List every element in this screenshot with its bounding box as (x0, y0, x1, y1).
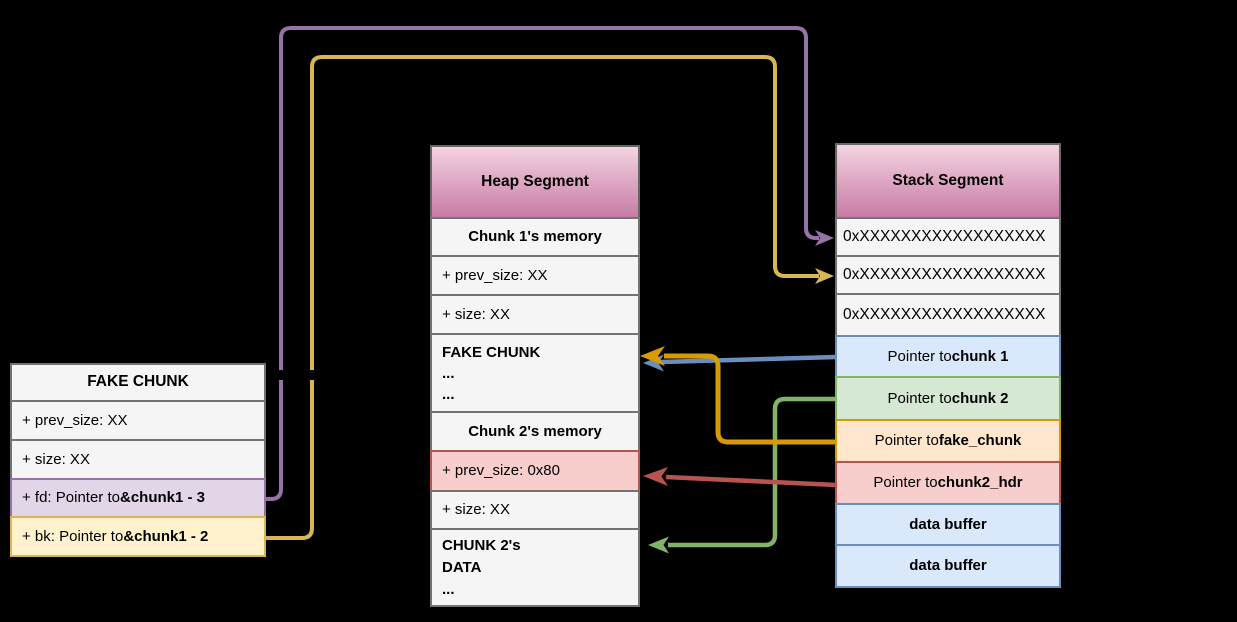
fake-chunk-table: FAKE CHUNK + prev_size: XX + size: XX + … (10, 363, 266, 557)
chunk2-pointer-arrow (648, 396, 836, 554)
data-buffer-text-2: data buffer (909, 557, 987, 574)
heap-chunk2-size-row: + size: XX (430, 490, 640, 530)
red-arrowhead-icon (643, 467, 668, 486)
stack-ptr-chunk2-row: Pointer to chunk 2 (835, 376, 1061, 421)
stack-data-buffer-row-2: data buffer (835, 544, 1061, 588)
heap-segment-table: Heap Segment Chunk 1's memory + prev_siz… (430, 145, 640, 607)
stack-segment-table: Stack Segment 0xXXXXXXXXXXXXXXXXXX 0xXXX… (835, 143, 1061, 588)
heap-chunk2-data-line1: CHUNK 2's (442, 536, 521, 554)
heap-chunk2-header-row: Chunk 2's memory (430, 411, 640, 452)
ptr-chunk2-hdr-target: chunk2_hdr (937, 474, 1023, 491)
chunk1-pointer-arrow (643, 354, 837, 372)
line-jump-tick (310, 370, 315, 380)
orange-arrowhead-icon (640, 346, 665, 366)
heap-chunk2-data-line2: DATA (442, 558, 482, 576)
line-jump-tick (279, 370, 284, 380)
heap-chunk1-size-row: + size: XX (430, 294, 640, 335)
green-arrowhead-icon (648, 536, 669, 554)
heap-chunk2-header-text: Chunk 2's memory (468, 422, 602, 440)
fake-chunk-prev-size-row: + prev_size: XX (10, 400, 266, 441)
heap-chunk2-data-row: CHUNK 2's DATA ... (430, 528, 640, 607)
heap-chunk2-prev-size-row: + prev_size: 0x80 (430, 450, 640, 492)
stack-hex-text-3: 0xXXXXXXXXXXXXXXXXXX (843, 305, 1046, 323)
fd-prefix-text: + fd: Pointer to (22, 489, 120, 506)
ptr-fake-chunk-prefix: Pointer to (874, 432, 939, 449)
yellow-arrowhead-icon (815, 268, 834, 284)
purple-arrowhead-icon (815, 230, 834, 246)
ptr-chunk2-target: chunk 2 (951, 389, 1009, 407)
fake-chunk-bk-row: + bk: Pointer to &chunk1 - 2 (10, 516, 266, 557)
heap-chunk2-data-line3: ... (442, 580, 455, 598)
fake-chunk-fd-row: + fd: Pointer to &chunk1 - 3 (10, 478, 266, 518)
stack-ptr-chunk2-hdr-row: Pointer to chunk2_hdr (835, 461, 1061, 505)
fake-chunk-title-text: FAKE CHUNK (87, 373, 189, 391)
ptr-fake-chunk-target: fake_chunk (938, 432, 1022, 449)
ptr-chunk2-hdr-prefix: Pointer to (873, 474, 938, 491)
stack-segment-header: Stack Segment (835, 143, 1061, 219)
fake-chunk-size-row: + size: XX (10, 439, 266, 480)
stack-data-buffer-row-1: data buffer (835, 503, 1061, 546)
heap-fake-chunk-line3: ... (442, 385, 455, 403)
fake-chunk-pointer-arrow (640, 346, 836, 445)
data-buffer-text-1: data buffer (909, 515, 987, 533)
ptr-chunk1-target: chunk 1 (951, 347, 1009, 365)
stack-hex-text-2: 0xXXXXXXXXXXXXXXXXXX (843, 265, 1046, 283)
stack-ptr-chunk1-row: Pointer to chunk 1 (835, 335, 1061, 378)
stack-ptr-fake-chunk-row: Pointer to fake_chunk (835, 419, 1061, 463)
bk-target-text: &chunk1 - 2 (123, 527, 209, 545)
heap-chunk2-size-text: + size: XX (442, 501, 510, 518)
heap-chunk1-prev-size-text: + prev_size: XX (442, 266, 548, 284)
heap-fake-chunk-line1: FAKE CHUNK (442, 343, 541, 361)
heap-segment-header: Heap Segment (430, 145, 640, 219)
stack-hex-text-1: 0xXXXXXXXXXXXXXXXXXX (843, 227, 1046, 245)
stack-hex-row-3: 0xXXXXXXXXXXXXXXXXXX (835, 293, 1061, 337)
blue-arrowhead-icon (643, 354, 664, 372)
chunk2-hdr-pointer-arrow (643, 467, 837, 488)
stack-hex-row-2: 0xXXXXXXXXXXXXXXXXXX (835, 255, 1061, 295)
fd-target-text: &chunk1 - 3 (119, 489, 206, 506)
fake-chunk-table-title: FAKE CHUNK (10, 363, 266, 402)
heap-chunk1-header-row: Chunk 1's memory (430, 217, 640, 257)
fake-chunk-prev-size-text: + prev_size: XX (22, 411, 128, 429)
bk-prefix-text: + bk: Pointer to (22, 527, 124, 545)
heap-segment-title-text: Heap Segment (481, 172, 589, 190)
fake-chunk-size-text: + size: XX (22, 450, 90, 468)
heap-fake-chunk-line2: ... (442, 364, 455, 382)
stack-hex-row-1: 0xXXXXXXXXXXXXXXXXXX (835, 217, 1061, 257)
ptr-chunk1-prefix: Pointer to (887, 347, 952, 365)
stack-segment-title-text: Stack Segment (892, 171, 1004, 189)
heap-chunk1-prev-size-row: + prev_size: XX (430, 255, 640, 296)
heap-chunk1-size-text: + size: XX (442, 305, 510, 323)
ptr-chunk2-prefix: Pointer to (887, 389, 952, 407)
heap-fake-chunk-row: FAKE CHUNK ... ... (430, 333, 640, 413)
heap-chunk2-prev-size-text: + prev_size: 0x80 (442, 462, 560, 479)
heap-chunk1-header-text: Chunk 1's memory (468, 228, 602, 245)
